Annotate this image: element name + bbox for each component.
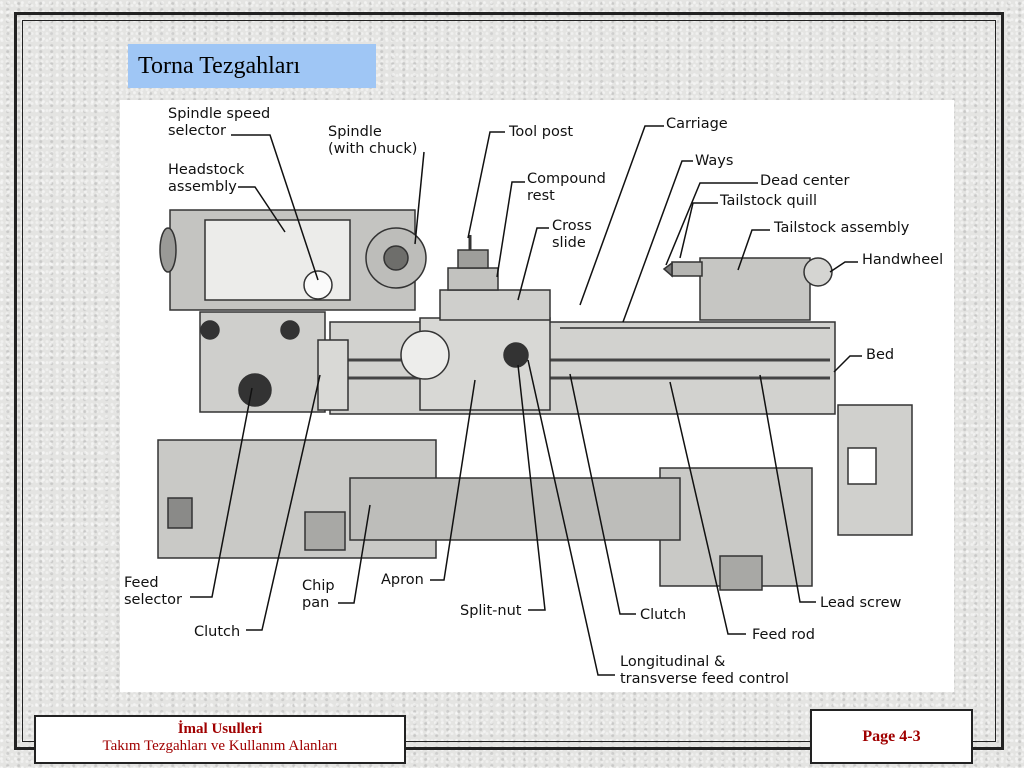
- leader-feed-selector: [190, 387, 253, 598]
- label-spindle-speed-selector-1: Spindle speed: [168, 106, 270, 122]
- clutch-lever-box: [317, 339, 349, 411]
- label-spindle-1: Spindle: [328, 124, 382, 140]
- carriage-saddle: [439, 289, 551, 321]
- label-compound-1: Compound: [527, 171, 606, 187]
- label-compound-2: rest: [527, 188, 555, 204]
- label-longitudinal-1: Longitudinal &: [620, 654, 725, 670]
- leader-clutch-left: [246, 374, 321, 631]
- base-door-mid: [304, 511, 346, 551]
- slide-frame-outer: [14, 12, 1004, 750]
- lathe-diagram: Spindle speed selector Headstock assembl…: [120, 100, 954, 692]
- label-dead-center: Dead center: [760, 173, 849, 189]
- label-split-nut: Split-nut: [460, 603, 522, 619]
- split-nut-lever: [503, 342, 529, 368]
- leader-compound-rest: [496, 181, 525, 278]
- leader-apron: [430, 379, 476, 581]
- label-feed-selector-2: selector: [124, 592, 182, 608]
- leader-spindle-speed-selector: [231, 134, 319, 281]
- leader-cross-slide: [517, 227, 549, 301]
- leader-lead-screw: [759, 374, 816, 603]
- compound-rest-block: [447, 267, 499, 291]
- label-chip-pan-2: pan: [302, 595, 329, 611]
- label-handwheel: Handwheel: [862, 252, 943, 268]
- feed-selector-knob: [238, 373, 272, 407]
- leader-spindle: [414, 151, 425, 245]
- footer-course-title: İmal Usulleri: [177, 721, 263, 737]
- label-cross-2: slide: [552, 235, 586, 251]
- label-tailstock-quill: Tailstock quill: [719, 193, 817, 209]
- leader-tailstock-quill: [679, 202, 718, 259]
- leader-handwheel: [829, 261, 858, 273]
- gearbox-knob-2: [280, 320, 300, 340]
- label-cross-1: Cross: [552, 218, 592, 234]
- leader-clutch-right: [569, 373, 636, 615]
- gearbox-knob-1: [200, 320, 220, 340]
- label-feed-rod: Feed rod: [752, 627, 815, 643]
- label-bed: Bed: [866, 347, 894, 363]
- speed-selector-knob: [303, 270, 333, 300]
- footer-course-box: İmal Usulleri Takım Tezgahları ve Kullan…: [34, 715, 406, 764]
- base-door-right: [719, 555, 763, 591]
- label-lead-screw: Lead screw: [820, 595, 902, 611]
- leader-tailstock-assembly: [737, 229, 770, 271]
- leader-split-nut: [517, 364, 546, 611]
- leader-carriage: [579, 125, 664, 306]
- label-chip-pan-1: Chip: [302, 578, 335, 594]
- page-number-box: Page 4-3: [810, 709, 973, 764]
- apron-handwheel: [400, 330, 450, 380]
- label-clutch-right: Clutch: [640, 607, 686, 623]
- label-spindle-speed-selector-2: selector: [168, 123, 226, 139]
- dead-center-tip: [662, 261, 673, 278]
- leader-chip-pan: [338, 504, 371, 604]
- slide-title: Torna Tezgahları: [128, 44, 376, 88]
- page-number: Page 4-3: [862, 728, 921, 745]
- leader-feed-rod: [669, 381, 746, 635]
- footer-course-subtitle: Takım Tezgahları ve Kullanım Alanları: [102, 738, 338, 754]
- tool-post-block: [457, 249, 489, 269]
- electrical-panel: [847, 447, 877, 485]
- leader-bed: [833, 355, 862, 373]
- label-carriage: Carriage: [666, 116, 728, 132]
- label-spindle-2: (with chuck): [328, 141, 417, 157]
- tailstock-quill: [671, 261, 703, 277]
- headstock-pulley-cover: [159, 227, 177, 273]
- label-ways: Ways: [695, 153, 733, 169]
- label-headstock-2: assembly: [168, 179, 237, 195]
- leader-longitudinal-feed: [527, 359, 615, 676]
- leader-dead-center: [665, 182, 758, 266]
- label-tailstock-assembly: Tailstock assembly: [773, 220, 910, 236]
- chip-pan: [349, 477, 681, 541]
- label-headstock-1: Headstock: [168, 162, 245, 178]
- speed-chart-plate: [204, 219, 351, 301]
- tailstock: [699, 257, 811, 321]
- tailstock-handwheel: [803, 257, 833, 287]
- label-apron: Apron: [381, 572, 424, 588]
- lathe-illustration: Spindle speed selector Headstock assembl…: [124, 106, 943, 687]
- slide-frame-inner: [22, 20, 996, 742]
- chuck-center: [383, 245, 409, 271]
- leader-ways: [622, 160, 693, 323]
- label-tool-post: Tool post: [508, 124, 573, 140]
- label-feed-selector-1: Feed: [124, 575, 159, 591]
- leader-tool-post: [467, 131, 505, 239]
- base-door-left: [167, 497, 193, 529]
- leader-headstock: [238, 186, 286, 233]
- label-clutch-left: Clutch: [194, 624, 240, 640]
- label-longitudinal-2: transverse feed control: [620, 671, 789, 687]
